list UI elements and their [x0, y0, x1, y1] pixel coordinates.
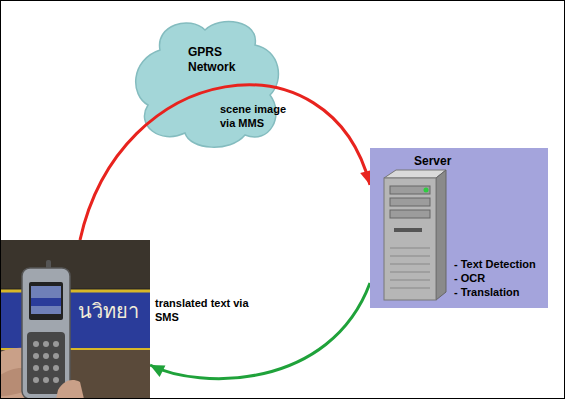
sign-text: นวิทยา [78, 298, 139, 324]
arrow-line [80, 85, 370, 240]
server-task: - OCR [454, 271, 485, 285]
arrow-head [150, 365, 165, 377]
server-title: Server [414, 154, 451, 168]
server-task: - Translation [454, 285, 519, 299]
arrow-label: scene image via MMS [220, 102, 302, 130]
cloud-shape [130, 15, 285, 150]
arrow-label: translated text via SMS [155, 296, 250, 324]
arrow-line [150, 283, 370, 379]
network-cloud: GPRS Network [130, 15, 285, 150]
phone-photo-box: นวิทยา [0, 240, 150, 399]
server-task: - Text Detection [454, 257, 536, 271]
message-arrow [150, 283, 370, 379]
network-name: GPRS Network [188, 45, 252, 75]
server-box: Server - Text Detection- OCR- Translation [370, 148, 548, 308]
message-arrow [80, 85, 373, 240]
